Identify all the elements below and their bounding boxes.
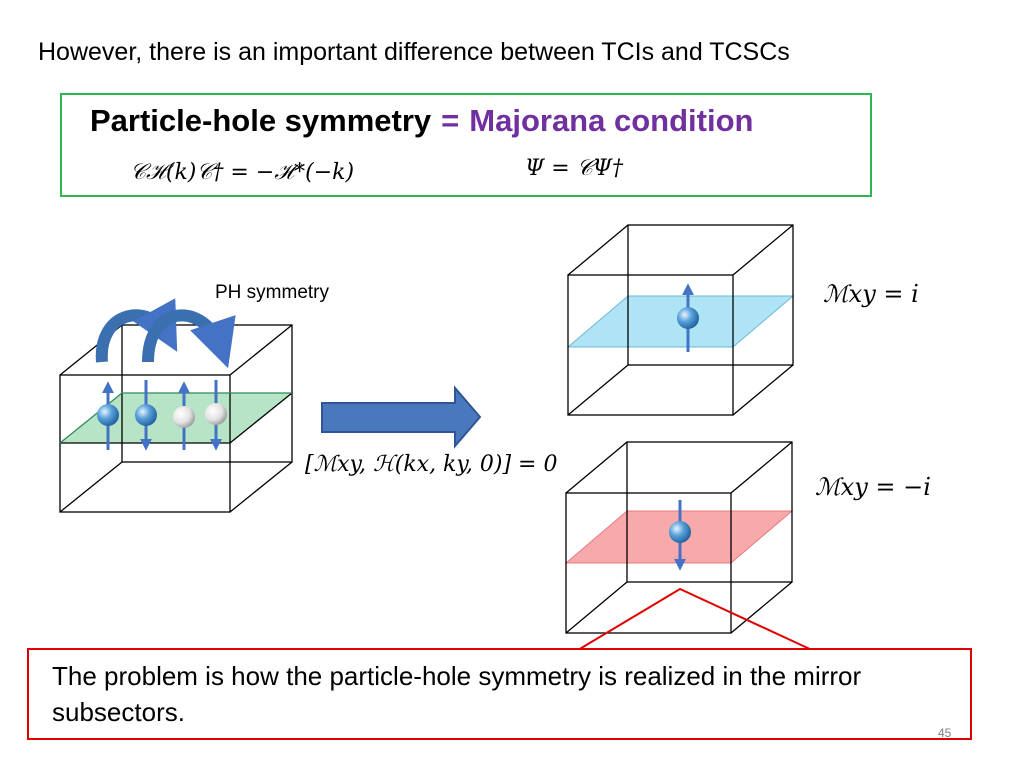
page-number: 45	[938, 726, 952, 740]
callout-box	[27, 648, 972, 740]
left-particles	[97, 380, 227, 451]
mirror-eigenvalue-minus-i: ℳxy = −i	[815, 473, 931, 501]
mirror-eigenvalue-plus-i: ℳxy = i	[823, 280, 919, 308]
spin-down-electron-2	[135, 380, 157, 451]
majorana-equation: Ψ = 𝒞Ψ†	[525, 156, 624, 181]
upper-right-cube	[566, 224, 795, 416]
ph-symmetry-equation: 𝒞ℋ(k)𝒞† = −ℋ*(−k)	[130, 160, 355, 185]
definition-heading: Particle-hole symmetry = Majorana conditio…	[90, 103, 753, 139]
definition-box	[60, 93, 872, 197]
transition-arrow	[321, 385, 482, 449]
particle-hole-term: Particle-hole symmetry	[90, 103, 432, 138]
callout-text: The problem is how the particle-hole sym…	[52, 661, 862, 727]
spin-up-electron-1	[97, 381, 119, 450]
spin-down-hole-2	[205, 380, 227, 451]
ph-curved-arrows	[95, 298, 236, 369]
slide-title: However, there is an important differenc…	[38, 38, 790, 66]
spin-down-electron-bottom	[669, 500, 691, 571]
spin-up-electron-top	[677, 283, 699, 352]
left-cube	[59, 298, 293, 513]
lower-right-cube	[564, 441, 794, 634]
callout-pointer	[577, 587, 813, 651]
majorana-term: Majorana condition	[469, 103, 754, 138]
commutator-equation: [ℳxy, ℋ(kx, ky, 0)] = 0	[305, 452, 558, 477]
ph-symmetry-label: PH symmetry	[215, 282, 329, 303]
equals-sign: =	[441, 103, 460, 138]
spin-up-hole-1	[173, 381, 195, 450]
